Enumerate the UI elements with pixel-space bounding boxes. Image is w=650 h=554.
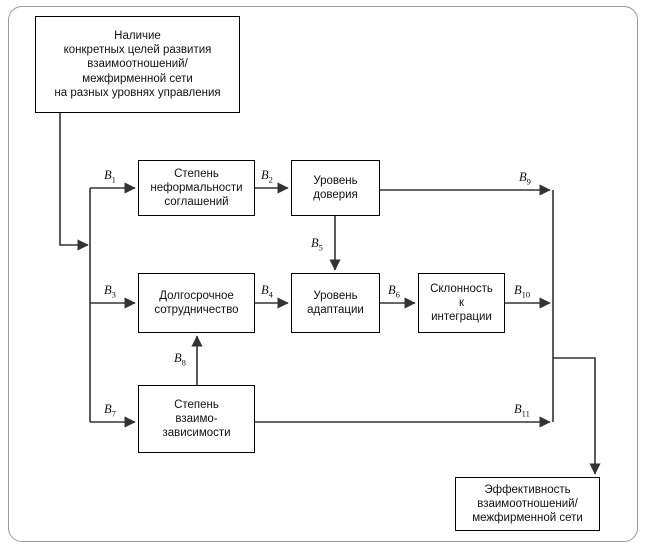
edge-label-b6: B6	[388, 283, 400, 300]
edge-label-b5: B5	[311, 236, 323, 253]
edge-label-b1: B1	[104, 168, 116, 185]
node-effectiveness: Эффективность взаимоотношений/ межфирмен…	[455, 477, 600, 531]
edge-label-b7: B7	[104, 402, 116, 419]
edge-label-b9: B9	[519, 170, 531, 187]
node-integration-propensity: Склонность к интеграции	[418, 273, 505, 333]
node-trust: Уровень доверия	[291, 160, 380, 216]
edge-label-b2: B2	[261, 168, 273, 185]
node-interdependence: Степень взаимо- зависимости	[138, 385, 255, 453]
edge-label-b3: B3	[104, 283, 116, 300]
node-long-term-cooperation: Долгосрочное сотрудничество	[138, 273, 255, 333]
node-adaptation: Уровень адаптации	[291, 273, 380, 333]
edge-label-b4: B4	[261, 283, 273, 300]
node-goals: Наличие конкретных целей развития взаимо…	[35, 16, 240, 113]
edge-label-b10: B10	[514, 283, 531, 300]
edge-label-b11: B11	[514, 402, 530, 419]
edge-label-b8: B8	[174, 351, 186, 368]
node-informality: Степень неформальности соглашений	[138, 160, 255, 216]
